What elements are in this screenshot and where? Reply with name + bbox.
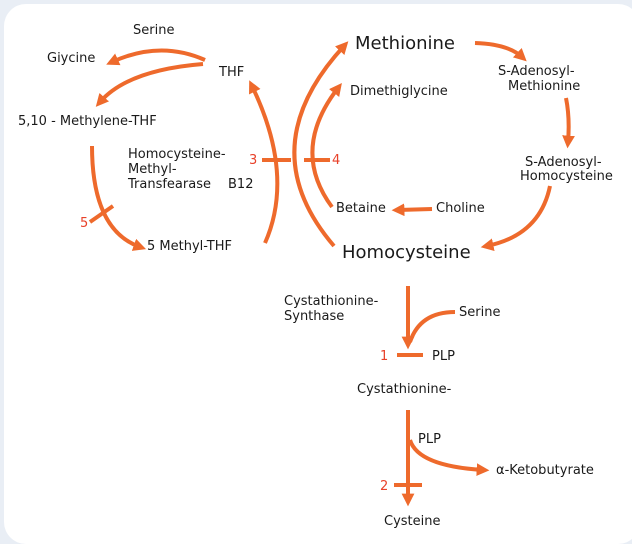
hmt-label-line1: Homocysteine- [128,147,226,162]
arrow-thf-to-methylene [95,62,204,107]
arrow-methionine-to-sam [474,41,527,62]
arrow-homocysteine-to-methionine [292,41,349,248]
cysteine-label: Cysteine [384,514,441,529]
arrow-betaine-to-dimethylglycine [310,82,342,209]
hmt-label-line2: Methyl- [128,162,177,177]
arrow-sah-to-homocysteine [480,185,552,251]
plp-label-2: PLP [418,432,441,447]
sam-label-line1: S-Adenosyl- [498,64,575,79]
thf-label: THF [218,65,244,80]
arrow-sam-to-sah [562,97,575,149]
glycine-label: Giycine [47,51,95,66]
marker-2: 2 [380,479,388,494]
arrow-choline-to-betaine [391,203,433,217]
pathway-diagram: Serine Giycine THF 5,10 - Methylene-THF … [4,4,632,544]
arrow-to-ketobutyrate [408,439,490,476]
b12-label: B12 [228,177,253,192]
plp-label-1: PLP [432,349,455,364]
cbs-label-line2: Synthase [284,309,344,324]
choline-label: Choline [436,201,485,216]
cystathionine-label: Cystathionine- [357,382,452,397]
ketobutyrate-label: α-Ketobutyrate [496,463,594,478]
homocysteine-label: Homocysteine [342,242,471,263]
methyl-thf-label: 5 Methyl-THF [147,239,232,254]
serine-top-label: Serine [133,23,174,38]
hmt-label-line3: Transfearase [127,177,211,192]
marker-5: 5 [80,216,88,231]
methylene-thf-label: 5,10 - Methylene-THF [18,114,157,129]
arrow-serine-join [408,310,456,343]
betaine-label: Betaine [336,201,386,216]
arrow-to-thf [249,80,280,244]
arrow-serine-to-glycine [106,48,206,66]
methionine-label: Methionine [355,33,455,54]
cbs-label-line1: Cystathionine- [284,294,379,309]
marker-3: 3 [249,153,257,168]
serine-mid-label: Serine [459,305,500,320]
sam-label-line2: Methionine [508,79,580,94]
sah-label-line1: S-Adenosyl- [525,155,602,170]
block-bar-5 [88,204,115,224]
marker-1: 1 [380,349,388,364]
dimethylglycine-label: Dimethiglycine [350,84,448,99]
sah-label-line2: Homocysteine [520,169,613,184]
marker-4: 4 [332,153,340,168]
diagram-svg: Serine Giycine THF 5,10 - Methylene-THF … [18,23,613,529]
